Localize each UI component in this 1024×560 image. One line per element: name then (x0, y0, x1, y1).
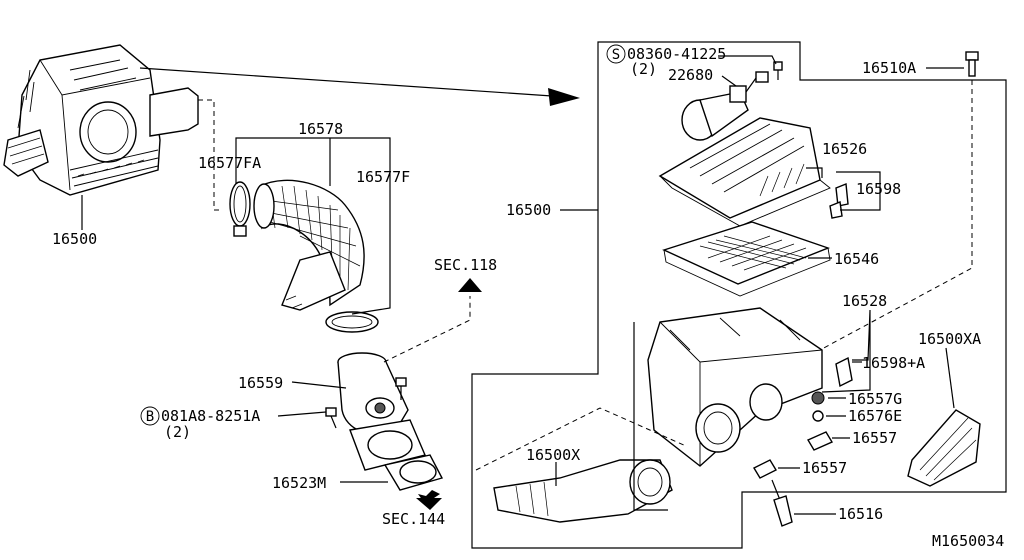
label-16576E: 16576E (848, 407, 902, 425)
label-16557-a: 16557 (852, 429, 897, 447)
screw-s-letter: S (612, 47, 620, 63)
label-16546: 16546 (834, 250, 879, 268)
clip-16598A-illustration (835, 356, 853, 388)
label-16516: 16516 (838, 505, 883, 523)
screw-s-badge: S (606, 44, 626, 64)
label-16559: 16559 (238, 374, 283, 392)
small-parts-illustration (753, 391, 834, 479)
bolt-16510A-illustration (819, 51, 979, 351)
sensor-22680-illustration (729, 71, 769, 103)
label-screw-08360: 08360-41225 (627, 45, 726, 63)
label-16500XA: 16500XA (918, 330, 981, 348)
sec118-route (383, 278, 482, 363)
sec144-arrow (416, 490, 442, 510)
clamp-16577FA-illustration (229, 181, 251, 237)
label-16500-right: 16500 (506, 201, 551, 219)
diagram-id: M1650034 (932, 532, 1004, 550)
label-16577FA: 16577FA (198, 154, 261, 172)
label-16577F: 16577F (356, 168, 410, 186)
duct-16500XA-illustration (907, 409, 981, 487)
label-22680: 22680 (668, 66, 713, 84)
label-16526: 16526 (822, 140, 867, 158)
cover-16526-illustration (658, 91, 831, 227)
label-bolt-qty: (2) (164, 423, 191, 441)
label-16557G: 16557G (848, 390, 902, 408)
label-screw-qty: (2) (630, 60, 657, 78)
exploded-view-border (471, 41, 1007, 549)
label-16557-b: 16557 (802, 459, 847, 477)
bolt-16516-illustration (771, 479, 793, 527)
label-16500-left: 16500 (52, 230, 97, 248)
clamp-16577F-illustration (325, 311, 379, 333)
label-16598A: 16598+A (862, 354, 925, 372)
clips-16598-illustration (829, 183, 849, 219)
label-16598: 16598 (856, 180, 901, 198)
bolt-b-letter: B (146, 409, 154, 425)
leader-lines (81, 55, 964, 515)
label-16500X: 16500X (526, 446, 580, 464)
duct-16578-illustration (253, 179, 365, 311)
duct-16500X-illustration (475, 407, 687, 523)
label-16523M: 16523M (272, 474, 326, 492)
label-16510A: 16510A (862, 59, 916, 77)
label-sec118: SEC.118 (434, 256, 497, 274)
case-16528-illustration (647, 307, 823, 467)
explode-arrow (139, 67, 580, 106)
bolt-b-badge: B (140, 406, 160, 426)
label-sec144: SEC.144 (382, 510, 445, 528)
screw-08360-illustration (773, 61, 783, 80)
label-16578: 16578 (298, 120, 343, 138)
label-16528: 16528 (842, 292, 887, 310)
filter-16546-illustration (662, 221, 831, 297)
gasket-16523M-illustration (349, 419, 444, 491)
label-bolt-081A8: 081A8-8251A (161, 407, 260, 425)
air-cleaner-assembly-illustration (3, 44, 222, 211)
